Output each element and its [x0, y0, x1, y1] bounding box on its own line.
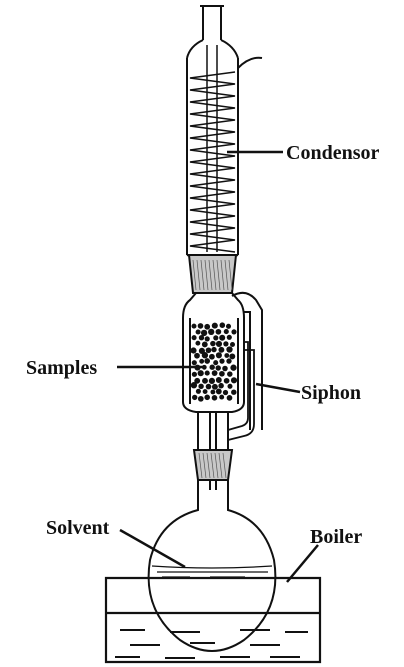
sample-bead [230, 342, 235, 347]
sample-bead [195, 341, 200, 346]
sample-bead [202, 378, 208, 384]
sample-bead [219, 371, 225, 377]
boiler-label: Boiler [310, 527, 362, 547]
sample-bead [198, 384, 203, 389]
sample-bead [196, 329, 201, 334]
sample-bead [231, 377, 237, 383]
sample-bead [230, 365, 236, 371]
sample-bead [208, 329, 214, 335]
sample-bead [223, 341, 228, 346]
sample-bead [227, 384, 232, 389]
coil-turns [190, 72, 235, 252]
samples-label: Samples [26, 358, 97, 378]
solvent-level [152, 566, 272, 577]
sample-bead [212, 370, 218, 376]
upper-joint [189, 255, 236, 293]
sample-bead [198, 323, 204, 329]
leader-solvent [120, 530, 185, 567]
sample-bead [206, 384, 212, 390]
sample-bead [215, 365, 220, 370]
sample-bead [219, 335, 225, 341]
sample-bead [196, 389, 201, 394]
boiler-bath [106, 578, 320, 662]
sample-bead [218, 383, 224, 389]
sample-bead [190, 347, 196, 353]
siphon-label: Siphon [301, 383, 361, 403]
solvent-label: Solvent [46, 518, 109, 538]
sample-bead [210, 390, 215, 395]
sample-bead [219, 358, 224, 363]
sample-bead [231, 329, 236, 334]
sample-bead [226, 324, 231, 329]
sample-bead [224, 329, 229, 334]
sample-bead [192, 324, 197, 329]
lower-joint [194, 450, 232, 480]
bath-liquid [115, 630, 308, 658]
sample-bead [198, 370, 204, 376]
sample-bead [226, 358, 231, 363]
vapor-side-arm [232, 293, 262, 430]
sample-bead [205, 371, 210, 376]
condenser-coil [190, 72, 235, 252]
sample-bead [227, 395, 233, 401]
sample-bead [229, 353, 235, 359]
sample-bead [213, 335, 218, 340]
sample-bead [211, 347, 216, 352]
boiling-flask [149, 480, 276, 651]
sample-bead [204, 358, 210, 364]
sample-bead [216, 341, 222, 347]
sample-bead [219, 395, 224, 400]
sample-bead [192, 395, 197, 400]
sample-bead [212, 384, 218, 390]
sample-bead [198, 396, 204, 402]
sample-bead [210, 341, 216, 347]
sample-bead [202, 352, 208, 358]
sample-bead [212, 395, 218, 401]
condensor-label: Condensor [286, 143, 379, 163]
sample-bead [199, 335, 204, 340]
sample-bead [199, 359, 204, 364]
sample-bead [209, 354, 215, 360]
sample-bead [192, 335, 197, 340]
sample-bead [206, 347, 212, 353]
sample-bead [213, 360, 218, 365]
sample-bead [191, 382, 197, 388]
sample-bead [192, 372, 197, 377]
sample-bead [202, 341, 208, 347]
sample-bead [209, 364, 214, 369]
sample-bead [204, 324, 210, 330]
sample-bead [222, 366, 228, 372]
sample-bead [203, 389, 208, 394]
sample-bead [205, 336, 210, 341]
sample-beads [190, 322, 237, 401]
sample-bead [216, 388, 222, 394]
sample-bead [224, 353, 229, 358]
sample-bead [224, 378, 230, 384]
sample-bead [220, 322, 226, 328]
sample-bead [227, 335, 232, 340]
sample-bead [216, 329, 222, 335]
sample-bead [194, 353, 200, 359]
sample-bead [212, 323, 218, 329]
sample-bead [226, 346, 232, 352]
sample-bead [227, 371, 232, 376]
condenser-inlet [187, 6, 238, 58]
coil-outlet [238, 58, 262, 68]
sample-bead [216, 352, 222, 358]
sample-bead [216, 377, 222, 383]
sample-bead [231, 389, 236, 394]
sample-bead [218, 347, 224, 353]
sample-bead [204, 395, 210, 401]
leader-boiler [287, 545, 318, 582]
sample-bead [209, 378, 215, 384]
sample-bead [192, 360, 197, 365]
sample-bead [223, 390, 228, 395]
